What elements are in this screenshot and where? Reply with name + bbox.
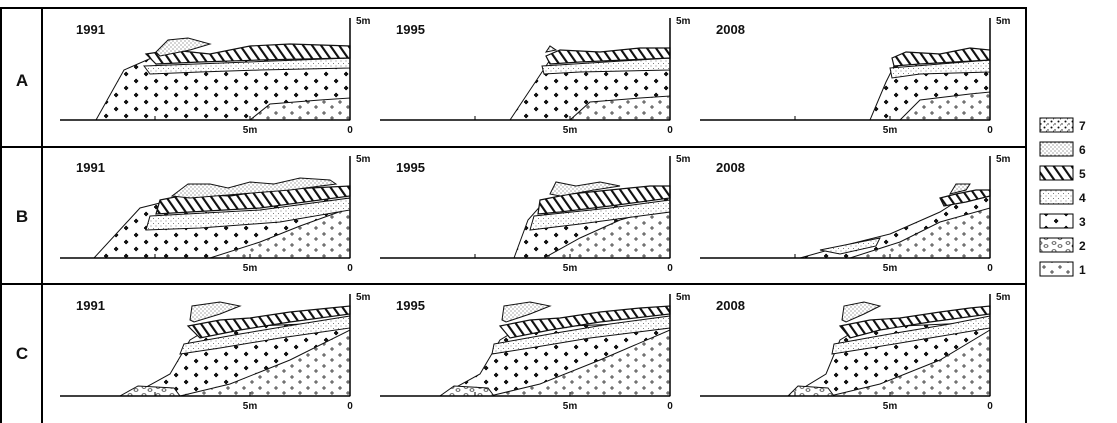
legend-item: 5 — [1039, 165, 1086, 181]
legend: 7 6 5 4 3 2 1 — [1039, 117, 1086, 277]
profile-panel: 1991 5m 5m 0 — [60, 16, 371, 136]
scale-top-label: 5m — [676, 16, 691, 27]
scale-top-label: 5m — [676, 292, 691, 303]
legend-item: 3 — [1039, 213, 1086, 229]
scale-top-label: 5m — [996, 292, 1011, 303]
row-label-b: B — [16, 207, 28, 226]
scale-zero-label: 0 — [667, 401, 673, 412]
legend-swatch — [1039, 261, 1074, 277]
row-label-c: C — [16, 344, 28, 363]
scale-mid-label: 5m — [563, 263, 578, 274]
scale-mid-label: 5m — [563, 401, 578, 412]
scale-mid-label: 5m — [883, 125, 898, 136]
panel-year: 1995 — [396, 160, 425, 175]
legend-swatch — [1039, 141, 1074, 157]
scale-zero-label: 0 — [347, 401, 353, 412]
legend-item: 2 — [1039, 237, 1086, 253]
layer-6-fine — [544, 45, 558, 53]
scale-mid-label: 5m — [243, 125, 258, 136]
scale-top-label: 5m — [996, 16, 1011, 27]
scale-zero-label: 0 — [667, 263, 673, 274]
profile-panel: 2008 5m 5m 0 — [700, 16, 1011, 136]
legend-number: 1 — [1079, 263, 1086, 277]
layer-2-pebbles — [438, 385, 495, 397]
layer-6-fine — [170, 177, 338, 199]
scale-mid-label: 5m — [243, 263, 258, 274]
panel-year: 1991 — [76, 298, 105, 313]
legend-swatch — [1039, 189, 1074, 205]
scale-zero-label: 0 — [987, 263, 993, 274]
legend-number: 7 — [1079, 119, 1086, 133]
scale-top-label: 5m — [356, 154, 371, 165]
layer-4-sand — [145, 197, 351, 231]
panel-year: 2008 — [716, 22, 745, 37]
panel-year: 1995 — [396, 22, 425, 37]
layer-6-fine — [501, 301, 552, 323]
panel-year: 1991 — [76, 22, 105, 37]
scale-zero-label: 0 — [987, 401, 993, 412]
scale-zero-label: 0 — [667, 125, 673, 136]
layer-6-fine — [549, 181, 621, 197]
profile-panel: 1995 5m 5m 0 — [380, 16, 691, 136]
profile-panel: 2008 5m 5m 0 — [700, 154, 1011, 274]
legend-item: 4 — [1039, 189, 1086, 205]
legend-item: 1 — [1039, 261, 1086, 277]
profile-panel: 1995 5m 5m 0 — [380, 292, 691, 412]
scale-zero-label: 0 — [347, 263, 353, 274]
legend-swatch — [1039, 117, 1074, 133]
layer-2-pebbles — [118, 385, 181, 397]
layer-6-fine — [841, 301, 882, 323]
scale-top-label: 5m — [356, 16, 371, 27]
legend-number: 3 — [1079, 215, 1086, 229]
layer-6-fine — [189, 301, 242, 323]
profile-panel: 1995 5m 5m 0 — [380, 154, 691, 274]
layer-6-fine — [948, 183, 971, 195]
profile-panel: 1991 5m 5m 0 — [60, 154, 371, 274]
panel-year: 2008 — [716, 298, 745, 313]
scale-zero-label: 0 — [987, 125, 993, 136]
legend-item: 6 — [1039, 141, 1086, 157]
scale-mid-label: 5m — [563, 125, 578, 136]
legend-item: 7 — [1039, 117, 1086, 133]
scale-top-label: 5m — [356, 292, 371, 303]
scale-top-label: 5m — [996, 154, 1011, 165]
scale-mid-label: 5m — [243, 401, 258, 412]
scale-top-label: 5m — [676, 154, 691, 165]
layer-4-sand — [819, 237, 881, 255]
scale-mid-label: 5m — [883, 263, 898, 274]
layer-6-fine — [155, 37, 212, 57]
legend-swatch — [1039, 165, 1074, 181]
legend-number: 5 — [1079, 167, 1086, 181]
row-label-a: A — [16, 71, 28, 90]
legend-swatch — [1039, 237, 1074, 253]
legend-number: 6 — [1079, 143, 1086, 157]
scale-mid-label: 5m — [883, 401, 898, 412]
panel-year: 2008 — [716, 160, 745, 175]
legend-number: 2 — [1079, 239, 1086, 253]
panel-year: 1991 — [76, 160, 105, 175]
panel-year: 1995 — [396, 298, 425, 313]
scale-zero-label: 0 — [347, 125, 353, 136]
legend-swatch — [1039, 213, 1074, 229]
profile-panel: 2008 5m 5m 0 — [700, 292, 1011, 412]
frame — [0, 7, 1027, 423]
profile-panel: 1991 5m 5m 0 — [60, 292, 371, 412]
legend-number: 4 — [1079, 191, 1086, 205]
